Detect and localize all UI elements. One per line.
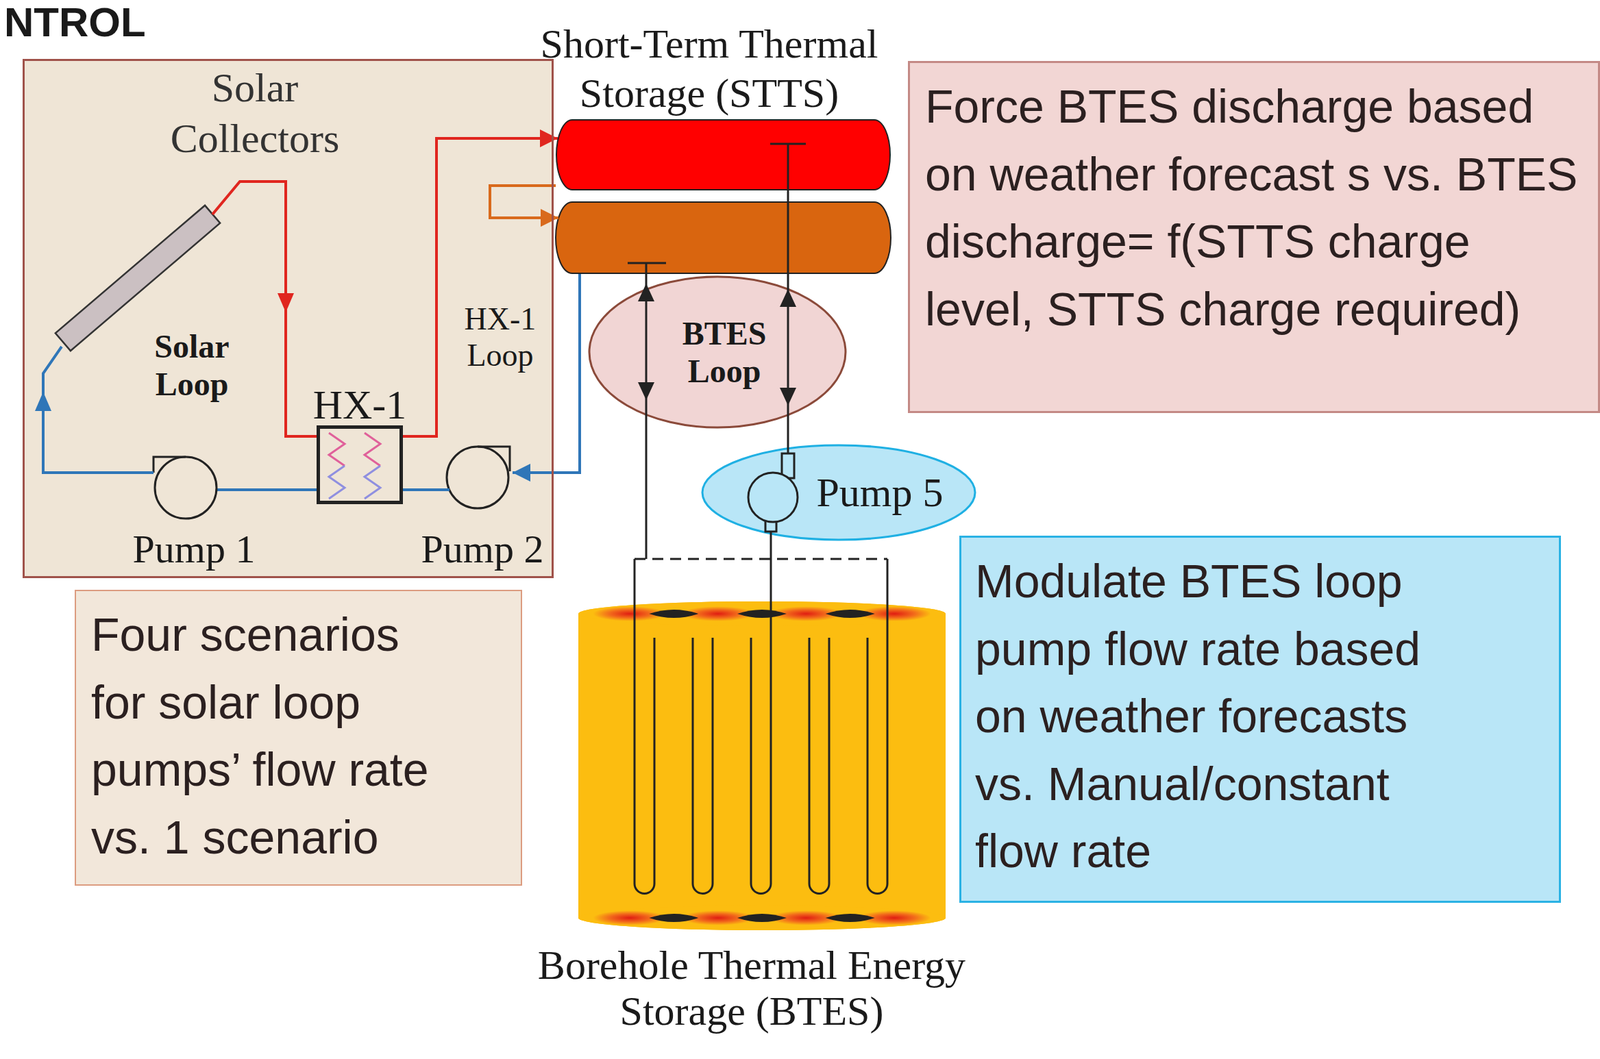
pump-symbol bbox=[446, 446, 509, 509]
tank-tee bbox=[627, 262, 667, 265]
pump-symbol bbox=[154, 457, 217, 519]
flow-arrowhead bbox=[277, 293, 294, 313]
borehole-u-tube bbox=[809, 637, 830, 895]
loop-pipe bbox=[770, 531, 773, 638]
flow-arrowhead bbox=[779, 289, 797, 307]
header-side bbox=[633, 559, 636, 638]
heat-lens bbox=[825, 609, 876, 619]
loop-name: HX-1 Loop bbox=[455, 301, 545, 375]
panel-ground bbox=[22, 58, 554, 579]
loop-ellipse: BTES Loop bbox=[587, 275, 847, 429]
pump-spout bbox=[153, 457, 186, 473]
pipe-arrow bbox=[402, 138, 558, 437]
note-text: Modulate BTES loop pump flow rate based … bbox=[975, 547, 1457, 886]
ellipse-outline bbox=[587, 275, 847, 429]
exchanger-label: HX-1 bbox=[289, 382, 431, 428]
cylinder-band bbox=[578, 905, 946, 931]
loop-pipe bbox=[787, 143, 790, 454]
exchanger-coil bbox=[328, 465, 345, 499]
heat-lens bbox=[648, 914, 699, 923]
exchanger-coil bbox=[364, 465, 381, 499]
hot-tank: Short-Term Thermal Storage (STTS) bbox=[555, 119, 891, 191]
cylinder-outline bbox=[578, 601, 946, 931]
note-box: Four scenarios for solar loop pumps’ flo… bbox=[74, 589, 523, 886]
pump-name: Pump 1 bbox=[118, 527, 270, 572]
pump-symbol bbox=[748, 472, 798, 523]
pump-ellipse: Pump 5 bbox=[700, 444, 977, 542]
note-text: Four scenarios for solar loop pumps’ flo… bbox=[91, 600, 449, 871]
loop-label: BTES Loop bbox=[669, 314, 780, 390]
cold-pipe bbox=[43, 346, 154, 473]
heat-lens bbox=[825, 914, 876, 923]
note-text: Force BTES discharge based on weather fo… bbox=[925, 72, 1583, 343]
loop-pipe bbox=[645, 263, 648, 560]
borehole-u-tube bbox=[867, 637, 888, 895]
exchanger-coil bbox=[364, 433, 381, 466]
flow-arrowhead bbox=[779, 387, 797, 406]
pump-nozzle bbox=[765, 513, 777, 532]
heat-lens bbox=[737, 914, 787, 923]
panel-heading: Solar Collectors bbox=[152, 63, 358, 165]
warm-pipe bbox=[489, 185, 559, 218]
exchanger-coil bbox=[328, 433, 345, 466]
heat-exchanger-box: HX-1 bbox=[316, 425, 403, 505]
cold-pipe bbox=[402, 488, 450, 492]
borehole-u-tube bbox=[692, 637, 713, 895]
ellipse-shape bbox=[589, 276, 846, 428]
cylinder-body bbox=[578, 601, 946, 931]
tank-tee bbox=[770, 143, 806, 146]
note-box: Modulate BTES loop pump flow rate based … bbox=[959, 535, 1561, 904]
loop-name: Solar Loop bbox=[137, 327, 247, 403]
cylinder-band bbox=[578, 601, 946, 627]
warm-tank bbox=[555, 202, 891, 274]
pump-spout bbox=[477, 446, 510, 472]
borehole-u-tube bbox=[751, 637, 771, 895]
slide-title-fragment: NTROL bbox=[4, 0, 183, 46]
cold-pipe bbox=[216, 488, 317, 492]
header-dashed bbox=[634, 558, 888, 561]
storage-heading: Short-Term Thermal Storage (STTS) bbox=[517, 19, 902, 118]
flow-arrowhead bbox=[637, 283, 655, 302]
flow-arrowhead bbox=[637, 382, 655, 401]
storage-heading: Borehole Thermal Energy Storage (BTES) bbox=[511, 942, 992, 1035]
ellipse-shape bbox=[702, 445, 976, 540]
header-side bbox=[886, 559, 889, 638]
borehole-u-tube bbox=[634, 637, 655, 895]
pump-label: Pump 5 bbox=[811, 470, 949, 516]
heat-lens bbox=[737, 609, 787, 619]
flow-arrowhead bbox=[34, 391, 52, 412]
heat-lens bbox=[648, 609, 699, 619]
borehole-storage: Borehole Thermal Energy Storage (BTES) bbox=[578, 601, 946, 931]
pump-name: Pump 2 bbox=[413, 527, 551, 572]
pump-nozzle bbox=[781, 453, 795, 479]
note-box: Force BTES discharge based on weather fo… bbox=[907, 60, 1600, 414]
